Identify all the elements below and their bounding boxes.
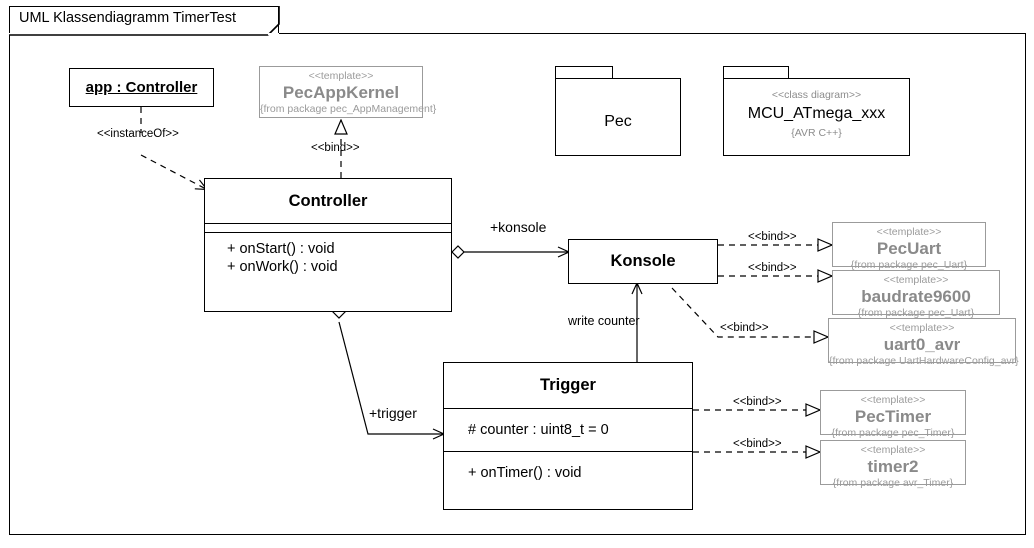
- class-attribute: # counter : uint8_t = 0: [468, 422, 609, 438]
- template-package: {from package pec_AppManagement}: [260, 103, 437, 115]
- template-baudrate9600[interactable]: <<template>> baudrate9600 {from package …: [832, 270, 1000, 319]
- package-pec[interactable]: [555, 78, 681, 156]
- package-tab-pec: [555, 66, 613, 78]
- template-name: timer2: [867, 457, 919, 476]
- template-pecuart[interactable]: <<template>> PecUart {from package pec_U…: [832, 222, 986, 271]
- edge-label-bind-pecuart: <<bind>>: [748, 231, 797, 243]
- edge-label-role-konsole: +konsole: [490, 219, 547, 235]
- package-name: Pec: [604, 113, 632, 130]
- template-package: {from package pec_Uart}: [857, 307, 975, 319]
- package-pec-label: Pec: [555, 110, 681, 134]
- package-stereotype: <<class diagram>>: [771, 89, 862, 101]
- class-konsole[interactable]: Konsole: [568, 239, 718, 284]
- package-tab-mcu: [723, 66, 789, 78]
- template-name: baudrate9600: [861, 287, 971, 306]
- edge-label-bind-pectimer: <<bind>>: [733, 396, 782, 408]
- edge-label-instance-of: <<instanceOf>>: [97, 128, 179, 140]
- template-package: {from package UartHardwareConfig_avr}: [829, 355, 1019, 367]
- package-mcu-label: <<class diagram>> MCU_ATmega_xxx {AVR C+…: [723, 88, 910, 140]
- template-stereotype: <<template>>: [876, 226, 942, 238]
- diagram-frame-tab: [9, 6, 279, 35]
- class-operations-compartment: + onTimer() : void: [444, 451, 692, 509]
- edge-label-write-counter: write counter: [568, 314, 640, 328]
- class-operations-compartment: + onStart() : void + onWork() : void: [205, 232, 451, 311]
- template-package: {from package pec_Timer}: [831, 427, 955, 439]
- package-name: MCU_ATmega_xxx: [747, 105, 886, 122]
- edge-label-bind-baudrate9600: <<bind>>: [748, 262, 797, 274]
- edge-label-bind-pecappkernel: <<bind>>: [311, 142, 360, 154]
- diagram-title: UML Klassendiagramm TimerTest: [19, 10, 237, 26]
- template-stereotype: <<template>>: [860, 444, 926, 456]
- class-operation: + onStart() : void: [227, 241, 335, 257]
- template-name: PecUart: [876, 239, 942, 258]
- template-package: {from package pec_Uart}: [850, 259, 968, 271]
- template-pecappkernel[interactable]: <<template>> PecAppKernel {from package …: [259, 66, 437, 118]
- class-operation: + onWork() : void: [227, 259, 338, 275]
- object-app-controller[interactable]: app : Controller: [69, 68, 214, 107]
- template-name: PecAppKernel: [282, 83, 400, 102]
- package-tagged-value: {AVR C++}: [791, 127, 842, 139]
- template-stereotype: <<template>>: [860, 394, 926, 406]
- template-package: {from package avr_Timer}: [832, 477, 954, 489]
- edge-label-bind-uart0-avr: <<bind>>: [720, 322, 769, 334]
- template-timer2[interactable]: <<template>> timer2 {from package avr_Ti…: [820, 440, 966, 489]
- edge-label-role-trigger: +trigger: [369, 405, 417, 421]
- template-stereotype: <<template>>: [883, 274, 949, 286]
- class-attributes-compartment: # counter : uint8_t = 0: [444, 408, 692, 451]
- class-name-label: Controller: [288, 192, 368, 210]
- edge-label-bind-timer2: <<bind>>: [733, 438, 782, 450]
- class-operation: + onTimer() : void: [468, 465, 582, 481]
- template-uart0-avr[interactable]: <<template>> uart0_avr {from package Uar…: [828, 318, 1019, 367]
- template-name: PecTimer: [854, 407, 932, 426]
- template-name: uart0_avr: [883, 335, 961, 354]
- template-stereotype: <<template>>: [889, 322, 955, 334]
- class-attributes-compartment: [205, 223, 451, 232]
- class-name-label: Konsole: [610, 252, 676, 270]
- class-name-label: Trigger: [540, 376, 596, 394]
- class-controller[interactable]: Controller + onStart() : void + onWork()…: [204, 178, 452, 312]
- template-stereotype: <<template>>: [308, 70, 374, 82]
- template-pectimer[interactable]: <<template>> PecTimer {from package pec_…: [820, 390, 966, 439]
- package-mcu-atmega[interactable]: [723, 78, 910, 156]
- object-name-label: app : Controller: [85, 79, 198, 96]
- class-trigger[interactable]: Trigger # counter : uint8_t = 0 + onTime…: [443, 362, 693, 510]
